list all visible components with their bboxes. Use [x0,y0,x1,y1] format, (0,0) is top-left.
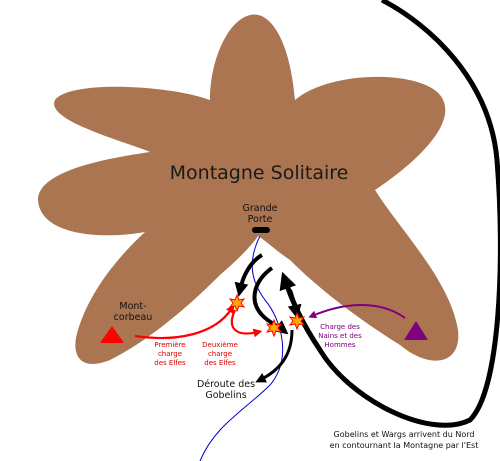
goblins-arrow-2 [287,289,302,319]
first-charge-label-line1: Première [154,341,185,349]
second-charge-label-line2: charge [208,350,232,358]
rout-label-line2: Gobelins [205,390,246,401]
elves-first-charge-arrow [134,304,235,340]
goblins-arrow-3 [234,253,264,297]
gate-label-line2: Porte [248,214,273,225]
dwarves-charge-label-line1: Charge des [320,323,360,331]
gate-label-line1: Grande [243,203,278,214]
goblins-arrive-label-line1: Gobelins et Wargs arrivent du Nord [334,430,475,439]
explosion-star-icon [288,311,306,331]
dwarves-charge-label-line3: Hommes [324,341,355,349]
gate-icon [252,227,270,233]
red-triangle-icon [100,326,124,343]
elves-second-charge-arrow [230,309,263,338]
goblins-rout-arrow [255,329,294,383]
river [199,235,284,461]
dwarves-men-charge-arrow [308,304,406,319]
goblins-arrow-1 [252,266,289,335]
rout-label-line1: Déroute des [197,379,255,390]
explosion-star-icon [265,318,283,338]
second-charge-label-line1: Deuxième [202,341,238,349]
dwarves-charge-label-line2: Nains et des [318,332,362,340]
goblins-arrive-label-line2: en contournant la Montagne par l'Est [330,441,479,450]
city-label-line2: corbeau [114,312,153,323]
city-label-line1: Mont- [119,301,146,312]
explosion-star-icon [228,293,246,313]
mountain-label: Montagne Solitaire [170,162,349,184]
goblins-route-arrow [279,0,500,428]
second-charge-label-line3: des Elfes [204,359,236,367]
first-charge-label-line3: des Elfes [154,359,186,367]
purple-triangle-icon [404,321,428,340]
first-charge-label-line2: charge [158,350,182,358]
lonely-mountain-shape [38,14,459,364]
